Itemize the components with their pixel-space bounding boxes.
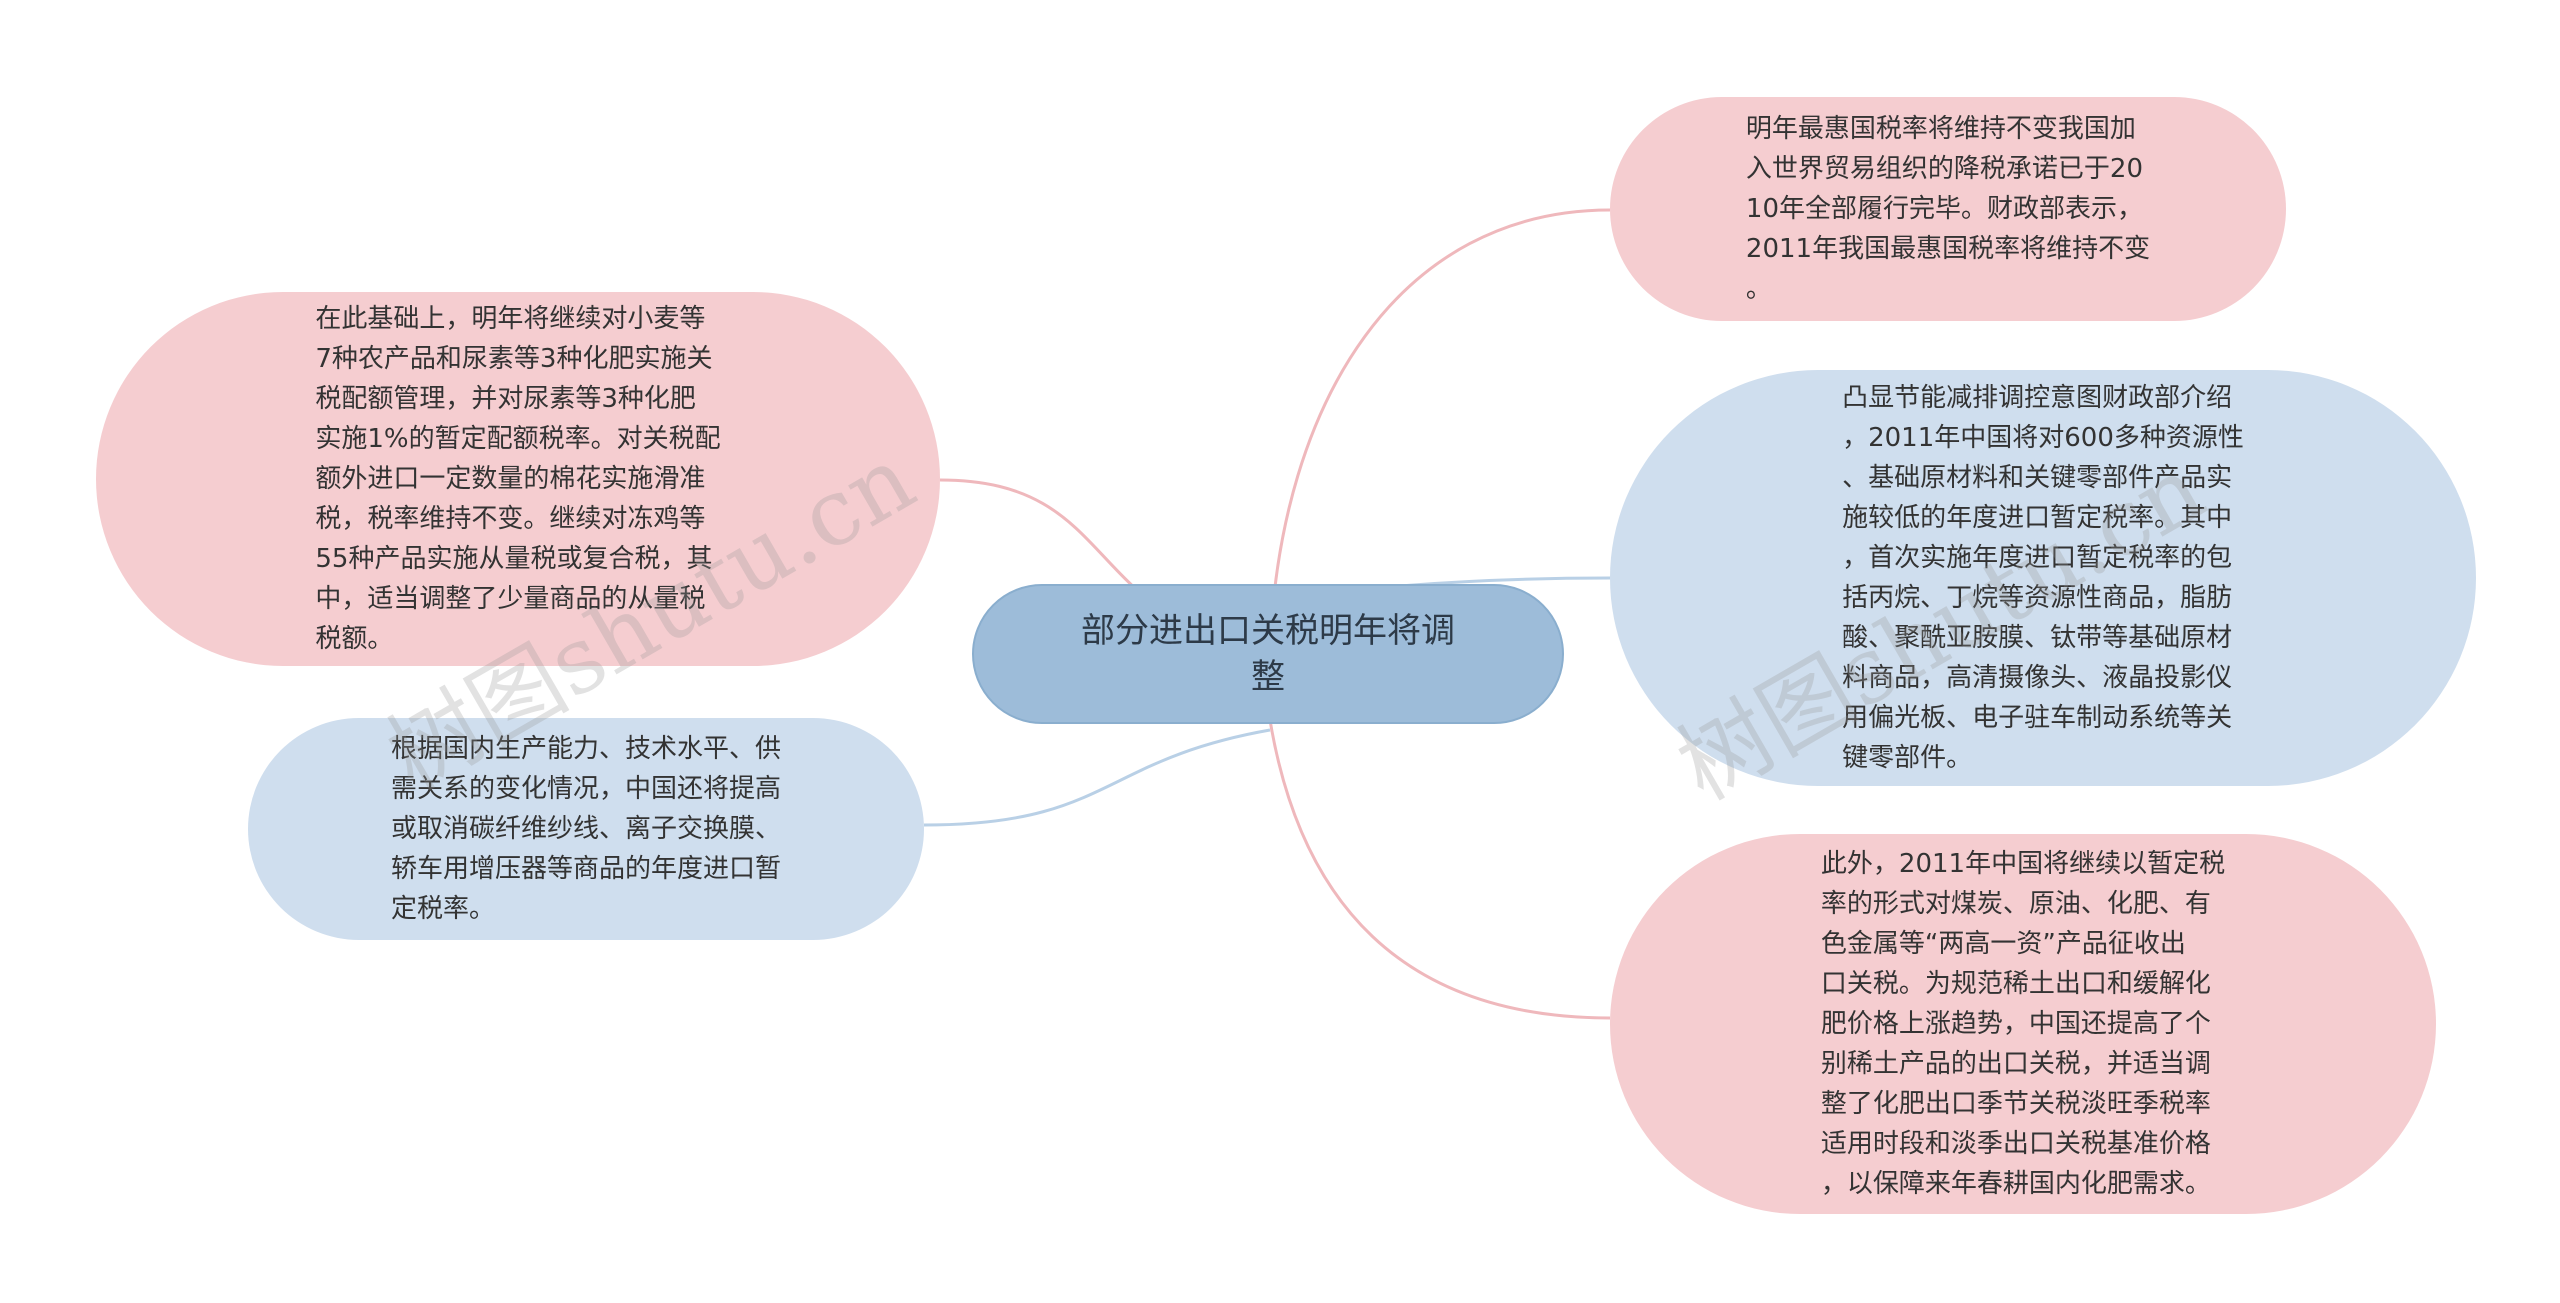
node-left-top: 在此基础上，明年将继续对小麦等 7种农产品和尿素等3种化肥实施关 税配额管理，并… <box>96 292 940 666</box>
central-topic-text: 部分进出口关税明年将调 整 <box>1081 611 1455 697</box>
node-left-top-text: 在此基础上，明年将继续对小麦等 7种农产品和尿素等3种化肥实施关 税配额管理，并… <box>315 304 721 654</box>
connector-right-bottom <box>1268 719 1611 1020</box>
node-right-bottom-text: 此外，2011年中国将继续以暂定税 率的形式对煤炭、原油、化肥、有 色金属等“两… <box>1820 849 2226 1199</box>
node-right-bottom: 此外，2011年中国将继续以暂定税 率的形式对煤炭、原油、化肥、有 色金属等“两… <box>1610 834 2436 1214</box>
node-right-middle: 凸显节能减排调控意图财政部介绍 ，2011年中国将对600多种资源性 、基础原材… <box>1610 370 2476 786</box>
node-right-middle-text: 凸显节能减排调控意图财政部介绍 ，2011年中国将对600多种资源性 、基础原材… <box>1842 383 2244 773</box>
node-right-top: 明年最惠国税率将维持不变我国加 入世界贸易组织的降税承诺已于20 10年全部履行… <box>1610 97 2286 321</box>
central-topic: 部分进出口关税明年将调 整 <box>972 584 1564 724</box>
node-left-bottom: 根据国内生产能力、技术水平、供 需关系的变化情况，中国还将提高 或取消碳纤维纱线… <box>248 718 924 940</box>
node-right-top-text: 明年最惠国税率将维持不变我国加 入世界贸易组织的降税承诺已于20 10年全部履行… <box>1745 114 2151 304</box>
node-left-bottom-text: 根据国内生产能力、技术水平、供 需关系的变化情况，中国还将提高 或取消碳纤维纱线… <box>390 734 781 924</box>
connector-left-bottom <box>923 728 1271 827</box>
connector-right-top <box>1268 208 1611 651</box>
